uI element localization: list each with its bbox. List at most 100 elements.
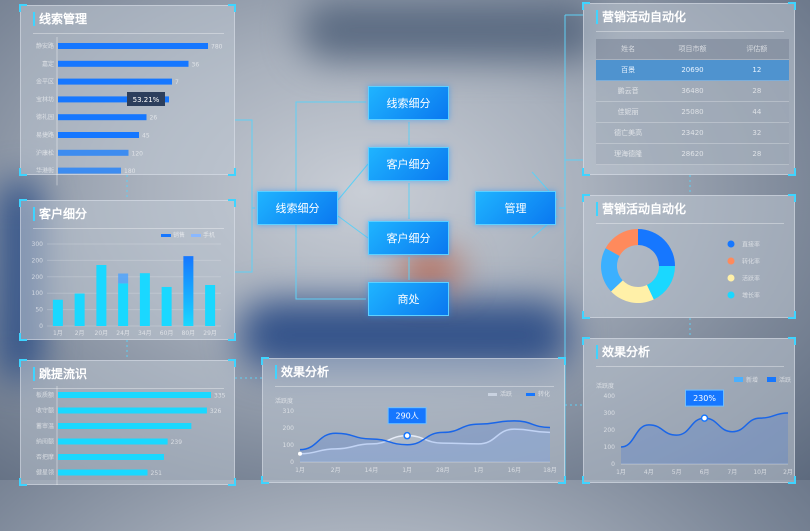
frame-corner bbox=[788, 2, 796, 10]
table-cell: 44 bbox=[752, 108, 762, 116]
value-label: 780 bbox=[211, 44, 223, 51]
x-tick-label: 1月 bbox=[474, 467, 484, 474]
pie-slice bbox=[638, 229, 675, 266]
category-label: 嘉定 bbox=[42, 60, 54, 68]
x-tick-label: 29月 bbox=[203, 330, 217, 337]
frame-corner bbox=[788, 337, 796, 345]
bar bbox=[58, 60, 189, 67]
bar bbox=[58, 438, 168, 445]
value-label: 120 bbox=[132, 150, 144, 157]
x-tick-label: 18月 bbox=[543, 467, 557, 474]
x-tick-label: 28月 bbox=[436, 467, 450, 474]
y-tick-label: 200 bbox=[32, 274, 44, 281]
y-tick-label: 0 bbox=[611, 461, 615, 468]
x-tick-label: 1月 bbox=[402, 467, 412, 474]
frame-corner bbox=[582, 194, 590, 202]
table-cell: 德亡美高 bbox=[614, 129, 643, 137]
x-tick-label: 2月 bbox=[331, 467, 341, 474]
bar bbox=[58, 392, 211, 398]
panel-title: 效果分析 bbox=[275, 365, 329, 379]
table-cell: 理海德隆 bbox=[614, 150, 643, 158]
frame-corner bbox=[582, 2, 590, 10]
x-tick-label: 60月 bbox=[160, 330, 174, 337]
panel-title: 线索管理 bbox=[33, 12, 87, 26]
y-tick-label: 200 bbox=[32, 257, 44, 264]
y-tick-label: 300 bbox=[32, 241, 44, 248]
y-tick-label: 300 bbox=[604, 410, 616, 417]
tooltip: 290人 bbox=[387, 407, 427, 425]
value-label: 26 bbox=[150, 115, 158, 122]
legend-dot bbox=[727, 240, 735, 248]
legend-label: 增长率 bbox=[742, 292, 760, 300]
bar bbox=[58, 423, 192, 429]
frame-corner bbox=[228, 333, 236, 341]
series-line bbox=[299, 420, 551, 451]
value-label: 251 bbox=[151, 470, 163, 477]
table-cell: 姓名 bbox=[621, 45, 636, 53]
frame-corner bbox=[19, 359, 27, 367]
bar bbox=[139, 273, 150, 326]
frame-corner bbox=[19, 333, 27, 341]
value-label: 326 bbox=[210, 408, 222, 415]
table-cell: 佳妮丽 bbox=[617, 108, 639, 116]
x-tick-label: 14月 bbox=[365, 467, 379, 474]
x-tick-label: 10月 bbox=[753, 469, 767, 476]
series-area bbox=[300, 429, 550, 462]
tooltip-text: 290人 bbox=[396, 412, 419, 421]
category-label: 易捷路 bbox=[36, 131, 54, 139]
legend-label: 活跃 bbox=[500, 390, 512, 398]
value-label: 7 bbox=[175, 79, 179, 86]
legend-label: 手机 bbox=[203, 231, 215, 239]
x-tick-label: 2月 bbox=[75, 330, 85, 337]
table-cell: 23420 bbox=[681, 129, 704, 137]
legend-label: 转化 bbox=[538, 390, 550, 398]
series-area bbox=[300, 420, 550, 462]
frame-corner bbox=[261, 357, 269, 365]
y-tick-label: 50 bbox=[35, 307, 43, 314]
legend-label: 销售 bbox=[173, 231, 185, 239]
category-label: 健星领 bbox=[36, 469, 54, 477]
x-tick-label: 16月 bbox=[507, 467, 521, 474]
legend-label: 转化率 bbox=[742, 258, 760, 266]
flow-node-customer-segment-1[interactable]: 客户细分 bbox=[368, 147, 449, 181]
flow-node-customer-segment-2[interactable]: 客户细分 bbox=[368, 221, 449, 255]
category-label: 纳阅额 bbox=[36, 438, 54, 446]
value-label: 239 bbox=[171, 439, 183, 446]
flow-node-business[interactable]: 商处 bbox=[368, 282, 449, 316]
category-label: 宝林坊 bbox=[36, 95, 54, 103]
panel-title: 客户细分 bbox=[33, 207, 87, 221]
frame-corner bbox=[228, 359, 236, 367]
panel-title: 跳提流识 bbox=[33, 367, 87, 381]
x-tick-label: 1月 bbox=[53, 330, 63, 337]
marketing-pie-panel: 营销活动自动化 直接率转化率活跃率增长率 bbox=[582, 194, 796, 319]
bar bbox=[118, 273, 129, 284]
y-tick-label: 100 bbox=[283, 442, 295, 449]
tooltip-box bbox=[685, 389, 724, 407]
table-cell: 12 bbox=[752, 66, 762, 74]
legend: 销售 手机 bbox=[161, 231, 215, 239]
flow-node-lead-segment-left[interactable]: 线索细分 bbox=[257, 191, 338, 225]
panel-title: 营销活动自动化 bbox=[596, 202, 686, 216]
y-tick-label: 200 bbox=[604, 427, 616, 434]
category-label: 否把摩 bbox=[36, 453, 54, 461]
frame-corner bbox=[788, 311, 796, 319]
flow-node-management[interactable]: 管理 bbox=[475, 191, 556, 225]
data-point-marker bbox=[298, 451, 302, 456]
legend-label: 新增 bbox=[746, 376, 758, 384]
legend-swatch bbox=[767, 377, 776, 382]
table-cell: 28 bbox=[752, 150, 762, 158]
flow-node-lead-segment[interactable]: 线索细分 bbox=[368, 86, 449, 120]
bar bbox=[161, 286, 172, 326]
bar bbox=[58, 114, 147, 121]
